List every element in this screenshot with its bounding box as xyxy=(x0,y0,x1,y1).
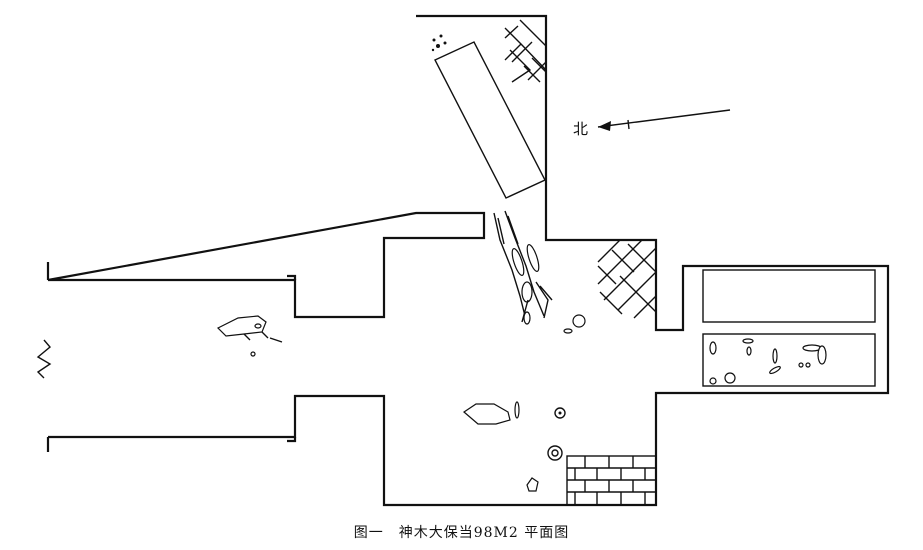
platform-lower-remains xyxy=(709,338,827,385)
platform-upper xyxy=(702,269,876,323)
figure-caption: 图一 神木大保当98M2 平面图 xyxy=(353,525,570,541)
herringbone-brick-east xyxy=(597,239,657,319)
dromos-wall xyxy=(46,262,297,452)
brick-block-southeast xyxy=(566,455,657,506)
herringbone-brick-north xyxy=(504,19,547,83)
small-finds xyxy=(431,34,566,492)
coffin-outline xyxy=(434,41,546,199)
human-skeleton xyxy=(493,210,586,334)
animal-skull-dromos xyxy=(216,315,283,357)
tomb-outline xyxy=(36,14,890,507)
north-label: 北 xyxy=(573,120,589,138)
coffin xyxy=(434,41,546,199)
animal-skull-hall xyxy=(463,401,520,425)
zigzag-break-icon xyxy=(36,339,52,379)
arrow-left-icon xyxy=(597,109,731,131)
central-chamber-wall xyxy=(47,14,890,507)
platform-lower xyxy=(702,333,876,387)
side-chamber-platforms xyxy=(702,269,876,387)
